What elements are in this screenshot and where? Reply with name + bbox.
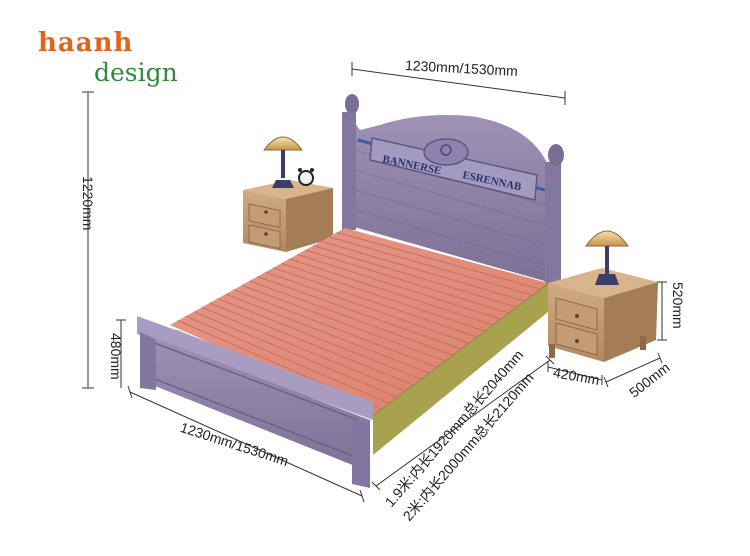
logo-wordmark-bottom: design [94,58,178,87]
dimension-total-height: 1220mm [80,176,96,231]
lamp-right [585,230,629,285]
dimension-lines [82,62,667,503]
name-plaque [369,137,538,201]
dimension-footboard-height: 480mm [108,333,124,380]
logo-wordmark-top: haanh [38,28,134,58]
post-finial-left [345,94,359,114]
alarm-clock [298,168,314,186]
anchor-emblem [423,138,469,166]
post-finial-right [548,144,564,166]
nightstand-left [243,180,333,252]
dimension-nightstand-height: 520mm [670,282,686,329]
headboard: BANNERSE ESRENNAB [342,94,564,292]
bed-slats [170,228,548,415]
footboard [137,316,373,488]
lamp-left [263,136,303,188]
